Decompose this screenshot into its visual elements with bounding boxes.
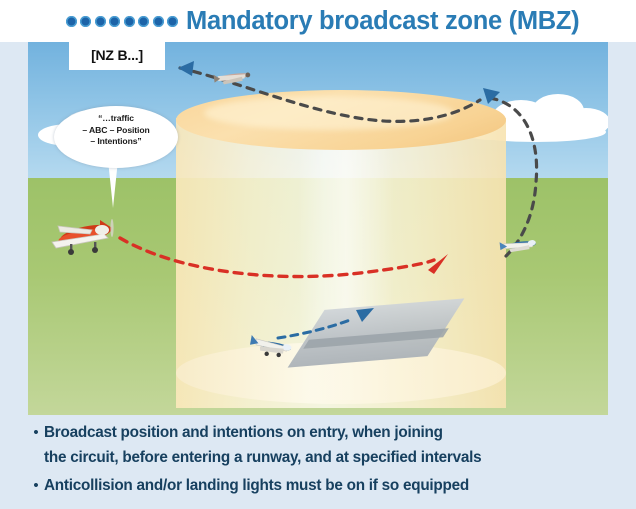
flight-paths [118, 61, 539, 340]
callout-line-1: “…traffic [98, 113, 134, 123]
bullet-marker-icon: • [33, 424, 39, 441]
bullet-line: Broadcast position and intentions on ent… [44, 424, 443, 441]
bullet-marker-icon: • [33, 477, 39, 494]
blue-aircraft-right-icon [499, 240, 536, 253]
callout-tail [108, 160, 118, 208]
arrowhead-inbound-icon [428, 254, 448, 274]
bullet-line: Anticollision and/or landing lights must… [44, 477, 469, 494]
title-bar: Mandatory broadcast zone (MBZ) [0, 0, 636, 42]
bullet-line: the circuit, before entering a runway, a… [44, 448, 482, 466]
deco-dot [166, 15, 178, 27]
red-aircraft-icon [51, 219, 114, 255]
deco-dot [80, 15, 92, 27]
inbound-path [118, 236, 436, 279]
mbz-diagram: [NZ B...] “…traffic – ABC – Position – I… [28, 42, 608, 415]
zone-label: [NZ B...] [69, 42, 165, 70]
arrowhead-descend-icon [483, 88, 500, 104]
deco-dot [66, 15, 77, 27]
bullet-body: Anticollision and/or landing lights must… [44, 474, 469, 499]
blue-aircraft-runway-icon [250, 334, 292, 358]
arrowhead-departure-icon [356, 308, 374, 322]
list-item: • Anticollision and/or landing lights mu… [28, 474, 628, 499]
dot-row-icon [66, 13, 178, 29]
deco-dot [138, 15, 150, 27]
overfly-path-left [178, 66, 482, 123]
deco-dot [109, 15, 121, 27]
callout-line-2: – ABC – Position [82, 124, 150, 135]
list-item: • Broadcast position and intentions on e… [28, 421, 628, 470]
deco-dot [152, 15, 164, 27]
callout-line-3: – Intentions” [90, 136, 142, 147]
callout-bubble [54, 106, 178, 168]
callout-text: “…traffic – ABC – Position – Intentions” [56, 113, 176, 148]
deco-dot [94, 15, 106, 27]
departure-path [276, 318, 352, 340]
overflying-aircraft-icon [213, 72, 251, 85]
deco-dot [123, 15, 135, 27]
page-title: Mandatory broadcast zone (MBZ) [186, 7, 580, 35]
bullet-list: • Broadcast position and intentions on e… [28, 421, 628, 503]
arrowhead-exit-icon [178, 61, 194, 76]
bullet-body: Broadcast position and intentions on ent… [44, 421, 482, 470]
overfly-path-right [488, 96, 539, 258]
